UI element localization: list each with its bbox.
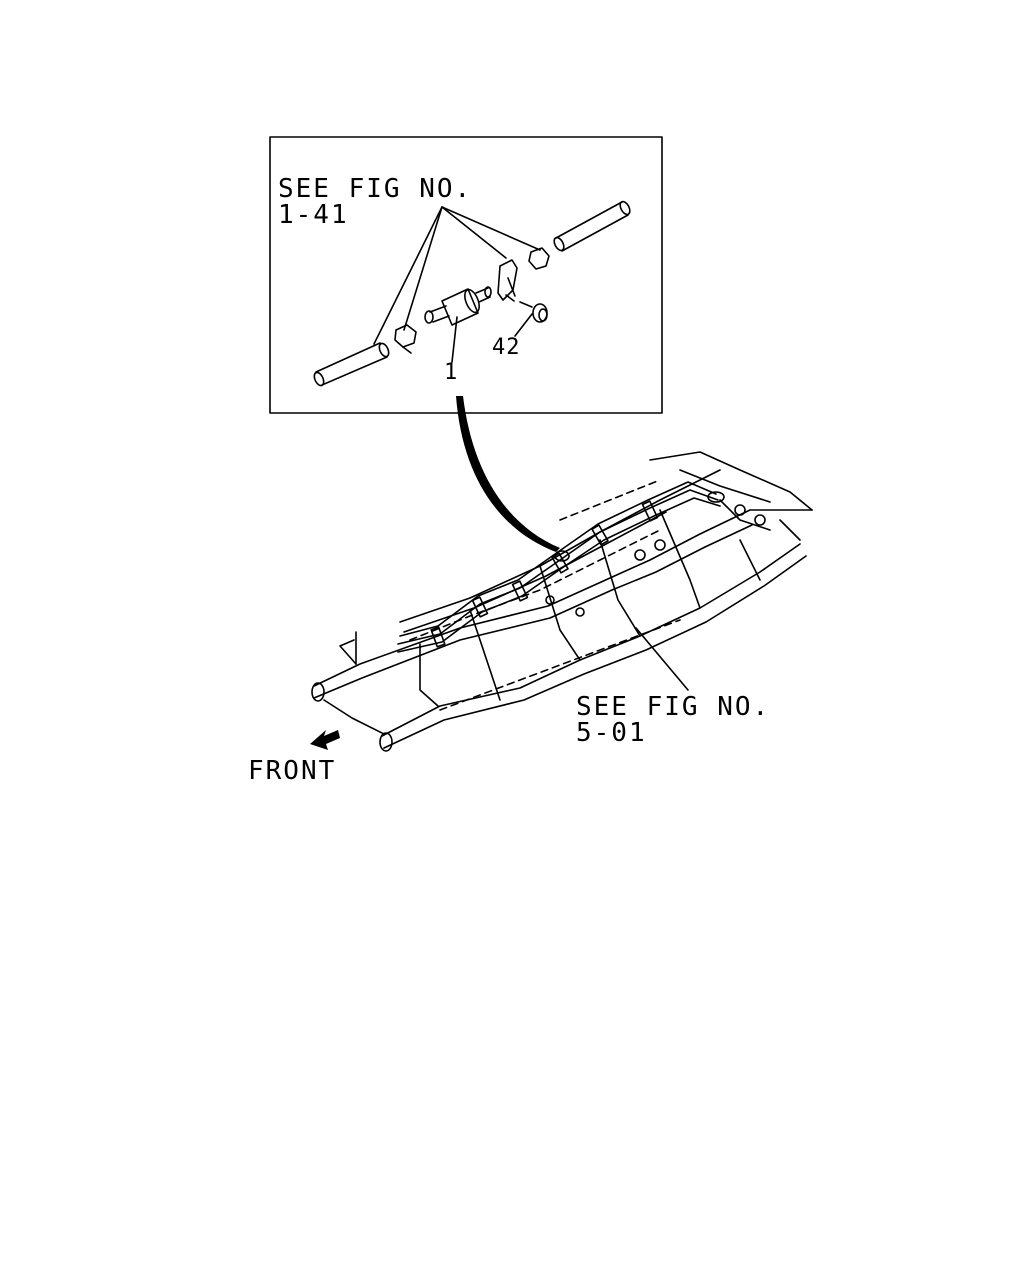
hose-nut-right — [528, 247, 550, 270]
body-mount — [575, 607, 585, 617]
front-direction-label: FRONT — [248, 756, 337, 786]
leader-part-42 — [514, 313, 533, 337]
chassis-hidden-lines — [409, 479, 681, 711]
detail-connector-band — [456, 396, 560, 552]
inset-detail-box — [269, 136, 663, 414]
part-number-1: 1 — [444, 360, 459, 385]
body-mount — [654, 539, 666, 551]
chassis-frame — [311, 451, 813, 752]
body-mount — [734, 504, 746, 516]
part-number-42: 42 — [492, 335, 521, 360]
body-mount — [634, 549, 646, 561]
fuel-pipe-right — [553, 200, 631, 252]
leader-frame-ref — [635, 627, 689, 691]
body-mount — [545, 595, 555, 605]
frame-reference-label-line1: SEE FIG NO. — [576, 692, 771, 722]
frame-reference-label-line2: 5-01 — [576, 718, 647, 748]
arrow-down-left-icon — [310, 730, 340, 750]
hose-nut-left — [394, 324, 417, 354]
inset-reference-label-line1: SEE FIG NO. — [278, 174, 473, 204]
leader-part-1 — [451, 316, 458, 363]
fuel-lines-on-frame — [397, 481, 725, 653]
fuel-pipe-left — [313, 342, 390, 387]
fuel-filter — [424, 286, 492, 326]
bolt-42 — [519, 301, 548, 323]
inset-frame — [269, 136, 663, 414]
inset-reference-label-line2: 1-41 — [278, 200, 349, 230]
fuel-line-clamps — [430, 491, 725, 648]
filter-clip — [497, 259, 518, 302]
inset-leader-lines — [373, 206, 541, 345]
body-mount — [754, 514, 766, 526]
